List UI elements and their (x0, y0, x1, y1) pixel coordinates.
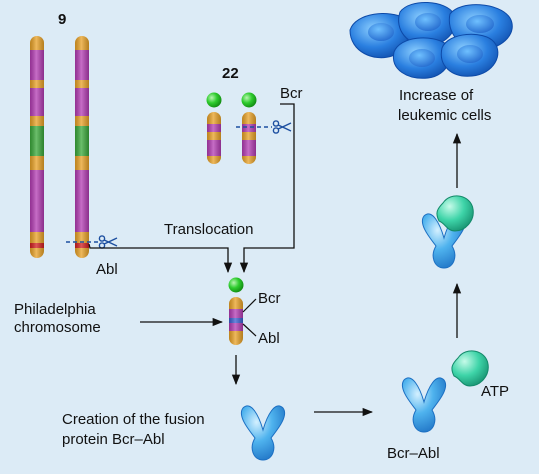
chromosome-22-label: 22 (222, 65, 239, 82)
abl-fusion-label: Abl (258, 330, 280, 347)
bcr-abl-label: Bcr–Abl (387, 445, 440, 462)
green-bead-icon (228, 277, 244, 293)
translocation-label: Translocation (164, 221, 254, 238)
bcr-gene-label: Bcr (280, 85, 303, 102)
leukemic-cell-icon (398, 1, 456, 47)
protein-icon (402, 377, 446, 433)
increase-label-line1: Increase of (399, 87, 474, 104)
fusion-label-line2: protein Bcr–Abl (62, 431, 165, 448)
philadelphia-label-line1: Philadelphia (14, 301, 96, 318)
atp-label: ATP (481, 383, 509, 400)
chromosome-9-right (75, 36, 89, 258)
atp-molecule-icon (436, 195, 474, 232)
protein-icon (241, 405, 285, 461)
leukemic-cell-icon (392, 37, 451, 79)
chromosome-9-left (30, 36, 44, 258)
leukemic-cells-cluster (349, 1, 513, 79)
chromosome-22-right (242, 112, 256, 164)
scissors-icon (272, 120, 292, 134)
increase-label-line2: leukemic cells (398, 107, 491, 124)
scissors-icon (98, 235, 118, 249)
leukemic-cell-icon (440, 33, 499, 77)
chromosome-9-label: 9 (58, 11, 66, 28)
green-bead-icon (241, 92, 257, 108)
atp-molecule-icon (451, 350, 489, 387)
fusion-label-line1: Creation of the fusion (62, 411, 205, 428)
philadelphia-label-line2: chromosome (14, 319, 101, 336)
abl-pointer-line (242, 323, 257, 337)
arrow-icon (88, 243, 233, 274)
arrow-icon (239, 103, 295, 274)
abl-gene-label: Abl (96, 261, 118, 278)
bcr-pointer-line (242, 298, 257, 313)
bcr-fusion-label: Bcr (258, 290, 281, 307)
philadelphia-chromosome (229, 297, 243, 345)
green-bead-icon (206, 92, 222, 108)
chromosome-22-left (207, 112, 221, 164)
